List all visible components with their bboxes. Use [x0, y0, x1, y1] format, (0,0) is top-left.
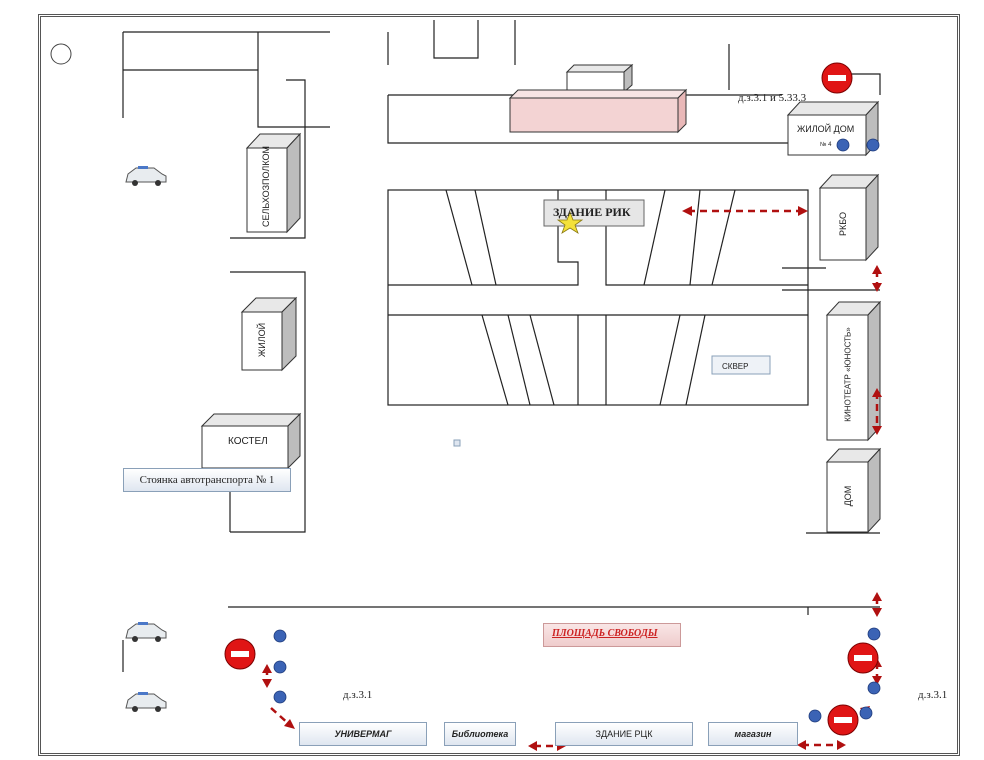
label-kostel: КОСТЕЛ [228, 436, 268, 447]
label-zhiloy-left: ЖИЛОЙ [257, 322, 267, 358]
label-selskhozpolkom: СЕЛЬХОЗПОЛКОМ [261, 146, 271, 227]
label-kinoteatr: КИНОТЕАТР «ЮНОСТЬ» [843, 327, 853, 422]
sign-label-right: д.з.3.1 [918, 689, 948, 701]
star-icon [556, 210, 584, 234]
police-car-icon [125, 166, 167, 186]
sign-label-top: д.з.3.1 и 5.33.3 [738, 92, 807, 104]
building-univermag: УНИВЕРМАГ [299, 722, 427, 746]
buildings [200, 63, 882, 534]
label-dom: ДОМ [843, 485, 853, 507]
police-cars [125, 166, 167, 712]
security-posts [273, 138, 881, 723]
no-entry-sign-icon [821, 62, 853, 94]
compass-circle-icon [50, 43, 72, 65]
road-lines [122, 20, 881, 672]
label-rik: ЗДАНИЕ РИК [553, 205, 631, 219]
label-skver: СКВЕР [722, 362, 749, 371]
arrow-heads [262, 206, 882, 751]
label-ploshad: ПЛОЩАДЬ СВОБОДЫ [552, 628, 658, 639]
skver-label-box [711, 355, 771, 375]
police-car-icon [125, 692, 167, 712]
traffic-arrows [265, 209, 879, 748]
building-magazin: магазин [708, 722, 798, 746]
parking-label: Стоянка автотранспорта № 1 [123, 468, 291, 492]
label-zhiloy-dom: ЖИЛОЙ ДОМ [797, 124, 855, 134]
label-zhiloy-dom-no: № 4 [820, 142, 832, 148]
no-entry-sign-icon [827, 704, 859, 736]
no-entry-sign-icon [224, 638, 256, 670]
building-rck: ЗДАНИЕ РЦК [555, 722, 693, 746]
ploshad-box [543, 623, 681, 647]
label-rkbo: РКБО [838, 211, 848, 237]
small-marker [453, 439, 461, 447]
map-frame [38, 14, 960, 756]
no-entry-signs [224, 62, 879, 736]
sign-label-left: д.з.3.1 [343, 689, 373, 701]
police-car-icon [125, 622, 167, 642]
building-biblioteka: Библиотека [444, 722, 516, 746]
no-entry-sign-icon [847, 642, 879, 674]
